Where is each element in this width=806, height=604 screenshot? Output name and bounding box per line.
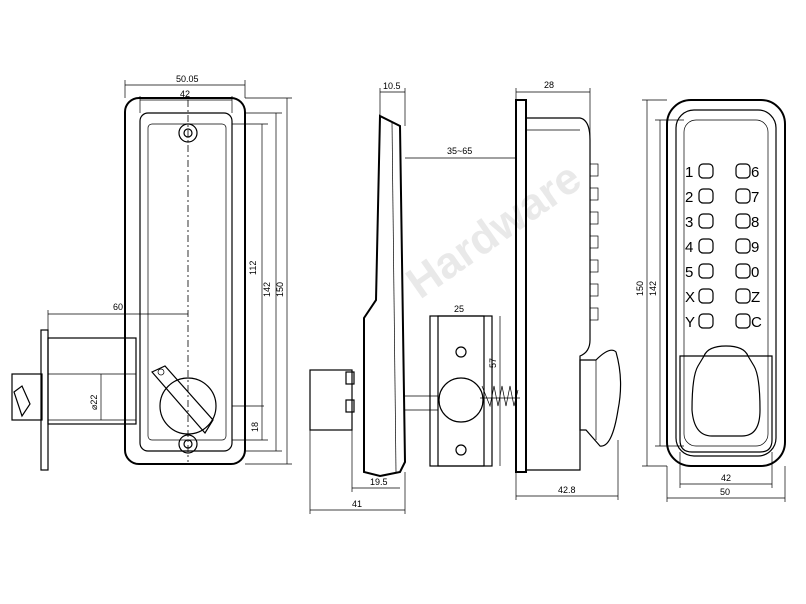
dim-front-height-150: 150	[275, 282, 285, 297]
key-7-button	[735, 188, 751, 204]
key-x-button	[698, 288, 714, 304]
keypad-dimensions: 150 142 42 50	[635, 99, 786, 502]
key-4-button	[698, 238, 714, 254]
keypad-view	[666, 99, 786, 467]
side-view	[309, 99, 622, 478]
dim-keypad-height-150: 150	[635, 281, 645, 296]
dim-strike-height: 57	[488, 358, 498, 368]
key-stems	[589, 163, 599, 321]
key-3-button	[698, 213, 714, 229]
watermark-text: Hardware	[398, 153, 590, 308]
dim-backset-range: 35~65	[447, 146, 472, 156]
dim-keypad-height-142: 142	[648, 281, 658, 296]
key-1-label: 1	[685, 164, 693, 181]
key-9-button	[735, 238, 751, 254]
key-5-button	[698, 263, 714, 279]
key-z-label: Z	[751, 289, 760, 306]
key-c-button	[735, 313, 751, 329]
dim-keypad-outer-width: 50	[720, 487, 730, 497]
dim-front-height-112: 112	[248, 261, 258, 275]
front-dimensions: 50.05 42 112 142 150 60 ⌀22 18	[47, 74, 292, 465]
key-6-button	[735, 163, 751, 179]
key-y-button	[698, 313, 714, 329]
key-8-label: 8	[751, 214, 759, 231]
dim-front-inner-width: 42	[180, 89, 190, 99]
key-4-label: 4	[685, 239, 693, 256]
dim-front-height-142: 142	[262, 282, 272, 297]
dim-latch-projection: 19.5	[370, 477, 388, 487]
dim-latch-diameter: ⌀22	[89, 395, 99, 410]
key-1-button	[698, 163, 714, 179]
side-dimensions: 10.5 35~65 25 57 19.5 41 28 42.8	[309, 80, 619, 514]
dim-strike-width: 25	[454, 304, 464, 314]
dim-overall-depth: 41	[352, 499, 362, 509]
dim-keypad-depth: 28	[544, 80, 554, 90]
dim-keypad-inner-width: 42	[721, 473, 731, 483]
key-x-label: X	[685, 289, 695, 306]
key-c-label: C	[751, 314, 762, 331]
key-7-label: 7	[751, 189, 759, 206]
key-2-label: 2	[685, 189, 693, 206]
key-y-label: Y	[685, 314, 695, 331]
key-3-label: 3	[685, 214, 693, 231]
key-5-label: 5	[685, 264, 693, 281]
dim-knob-depth: 42.8	[558, 485, 576, 495]
key-6-label: 6	[751, 164, 759, 181]
key-z-button	[735, 288, 751, 304]
key-8-button	[735, 213, 751, 229]
front-view	[11, 97, 246, 471]
dim-latch-length: 60	[113, 302, 123, 312]
key-9-label: 9	[751, 239, 759, 256]
key-0-button	[735, 263, 751, 279]
dim-thumbturn-offset: 18	[250, 422, 260, 432]
keypad-keys: 1 2 3 4 5 X Y 6 7 8 9 0 Z C	[685, 163, 762, 331]
key-2-button	[698, 188, 714, 204]
dim-front-overall-width: 50.05	[176, 74, 199, 84]
dim-plate-thickness: 10.5	[383, 81, 401, 91]
key-0-label: 0	[751, 264, 759, 281]
